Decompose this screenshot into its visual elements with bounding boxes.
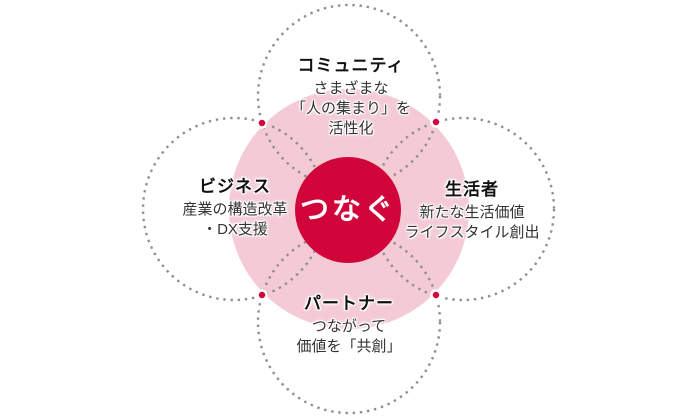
node-partner: パートナー つながって 価値を「共創」 xyxy=(239,293,459,357)
node-community-line: 活性化 xyxy=(328,120,374,137)
node-community: コミュニティ さまざまな 「人の集まり」を 活性化 xyxy=(241,55,461,139)
node-partner-title: パートナー xyxy=(304,294,394,313)
node-partner-line: つながって xyxy=(311,318,387,335)
intersection-dot-top-right xyxy=(430,116,442,128)
center-label: つなぐ xyxy=(299,194,396,226)
node-business-line: 産業の構造改革 xyxy=(182,201,288,218)
node-seikatsusha: 生活者 新たな生活価値 ライフスタイル創出 xyxy=(362,179,582,243)
node-partner-line: 価値を「共創」 xyxy=(296,338,402,355)
intersection-dot-top-left xyxy=(256,117,268,129)
node-business: ビジネス 産業の構造改革 ・DX支援 xyxy=(125,176,345,240)
node-seikatsusha-title: 生活者 xyxy=(445,180,499,199)
petal-circle-partner xyxy=(256,229,442,415)
intersection-dot-bottom-left xyxy=(256,289,268,301)
node-seikatsusha-line: ライフスタイル創出 xyxy=(404,224,540,241)
petal-circle-seikatsusha xyxy=(370,116,556,302)
node-community-line: 「人の集まり」を xyxy=(290,100,411,117)
intersection-dot-bottom-right xyxy=(430,289,442,301)
node-business-line: ・DX支援 xyxy=(202,221,268,238)
center-circle xyxy=(295,157,401,263)
node-seikatsusha-line: 新たな生活価値 xyxy=(419,204,525,221)
node-business-title: ビジネス xyxy=(199,177,271,196)
node-community-line: さまざまな xyxy=(313,80,389,97)
node-community-title: コミュニティ xyxy=(297,56,405,75)
petal-circle-community xyxy=(256,3,442,189)
